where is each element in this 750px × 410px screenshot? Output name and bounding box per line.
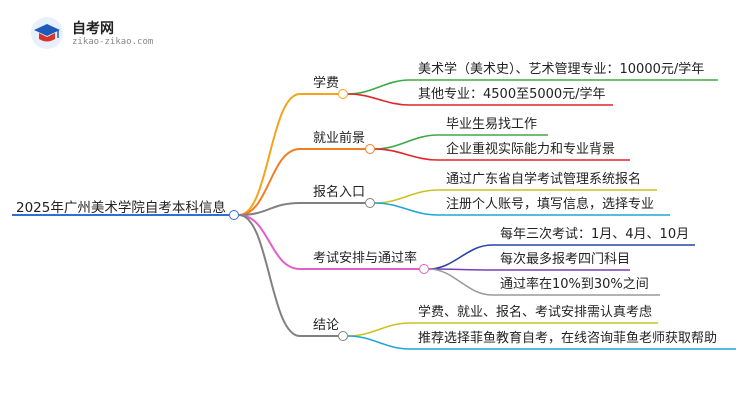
leaf-connector: [428, 268, 493, 296]
leaf-topic: 学费、就业、报名、考试安排需认真考虑: [418, 305, 653, 320]
leaf-connector: [347, 93, 411, 106]
leaf-topic: 通过率在10%到30%之间: [500, 277, 649, 292]
leaf-connector: [374, 148, 439, 161]
branch-toggle[interactable]: [365, 144, 375, 154]
leaf-topic: 美术学（美术史）、艺术管理专业：10000元/学年: [418, 62, 705, 77]
branch-toggle[interactable]: [365, 198, 375, 208]
root-toggle[interactable]: [229, 210, 239, 220]
leaf-connector: [347, 335, 411, 350]
branch-topic: 就业前景: [313, 131, 366, 146]
branch-topic: 报名入口: [313, 185, 366, 200]
leaf-topic: 毕业生易找工作: [446, 117, 538, 132]
branch-topic: 考试安排与通过率: [313, 251, 418, 266]
site-name: 自考网: [72, 21, 114, 37]
leaf-connector: [374, 189, 439, 204]
leaf-topic: 通过广东省自学考试管理系统报名: [446, 172, 642, 187]
branch-topic: 学费: [313, 76, 340, 91]
branch-connector: [238, 214, 301, 270]
graduation-cap-icon: [31, 17, 63, 49]
branch-toggle[interactable]: [338, 89, 348, 99]
branch-toggle[interactable]: [338, 331, 348, 341]
branch-connector: [238, 202, 301, 216]
branch-connector: [238, 214, 301, 337]
leaf-connector: [347, 322, 411, 337]
leaf-connector: [347, 79, 411, 95]
root-topic: 2025年广州美术学院自考本科信息: [16, 200, 226, 216]
leaf-topic: 推荐选择菲鱼教育自考，在线咨询菲鱼老师获取帮助: [418, 331, 718, 346]
branch-toggle[interactable]: [419, 264, 429, 274]
branch-connector: [238, 148, 301, 216]
branch-connector: [238, 93, 301, 216]
leaf-connector: [428, 244, 493, 270]
leaf-topic: 注册个人账号，填写信息，选择专业: [446, 197, 655, 212]
site-url: zikao-zikao.com: [72, 37, 154, 47]
leaf-connector: [374, 134, 439, 150]
branch-topic: 结论: [313, 318, 340, 333]
site-logo: 自考网 zikao-zikao.com: [30, 16, 160, 52]
leaf-topic: 每次最多报考四门科目: [500, 252, 631, 267]
leaf-topic: 每年三次考试：1月、4月、10月: [500, 227, 690, 242]
leaf-topic: 企业重视实际能力和专业背景: [446, 142, 616, 157]
leaf-connector: [374, 202, 439, 216]
leaf-topic: 其他专业：4500至5000元/学年: [418, 87, 606, 102]
